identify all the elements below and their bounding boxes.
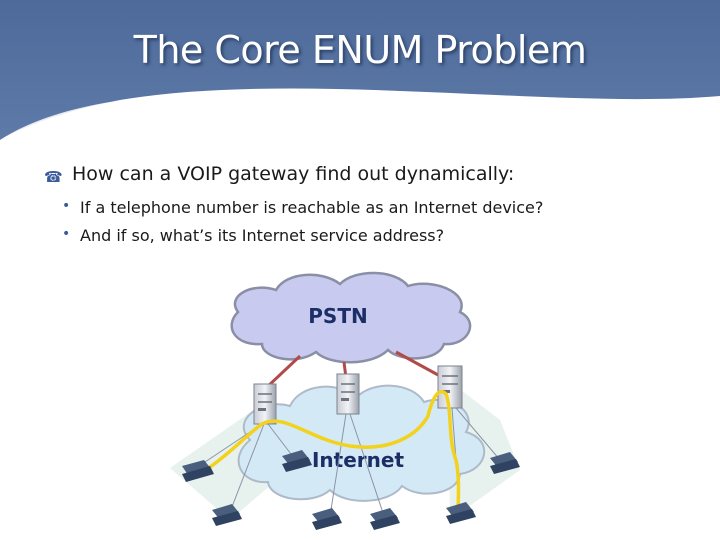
main-bullet-text: How can a VOIP gateway find out dynamica…	[72, 163, 515, 185]
bullet-dot-icon: •	[62, 198, 71, 214]
telephone-right-bottom	[446, 502, 476, 524]
gateway-server-left	[253, 383, 277, 425]
sub-bullet-2: • And if so, what’s its Internet service…	[62, 226, 445, 245]
telephone-right-top	[490, 452, 520, 474]
telephone-icon: ☎	[44, 168, 63, 186]
telephone-center-left	[312, 508, 342, 530]
sub-bullet-1: • If a telephone number is reachable as …	[62, 198, 544, 217]
telephone-left-bottom	[212, 504, 242, 526]
telephone-center-right	[370, 508, 400, 530]
gateway-server-right	[437, 365, 463, 409]
slide-title: The Core ENUM Problem	[133, 28, 587, 72]
internet-label: Internet	[312, 448, 404, 472]
sub-bullet-2-text: And if so, what’s its Internet service a…	[80, 226, 445, 245]
call-path	[204, 390, 461, 518]
internet-cloud: Internet	[237, 384, 486, 502]
bullet-dot-icon: •	[62, 226, 71, 242]
telephone-left-mid	[282, 450, 312, 472]
sub-bullet-1-text: If a telephone number is reachable as an…	[80, 198, 544, 217]
telephone-left-top	[182, 460, 214, 482]
gateway-server-center	[336, 373, 360, 415]
pstn-cloud: PSTN	[230, 271, 472, 364]
pstn-label: PSTN	[308, 304, 367, 328]
